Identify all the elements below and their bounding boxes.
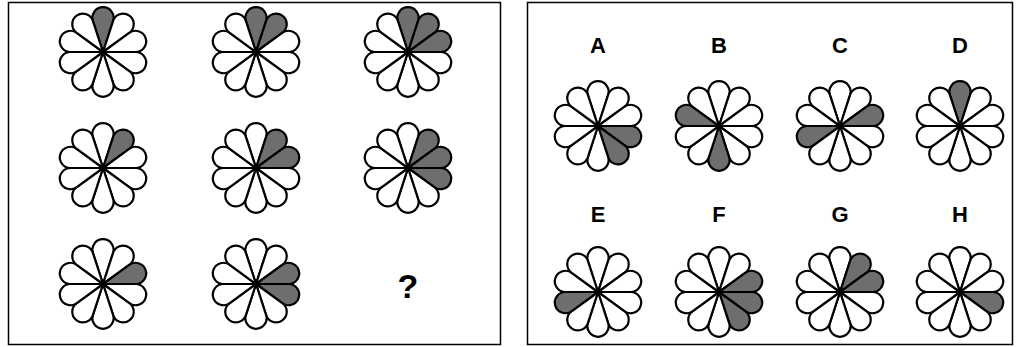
petal (72, 246, 103, 284)
shaded-petal (103, 263, 146, 284)
flower-figure (60, 239, 146, 329)
flower-figure (365, 123, 451, 213)
petal (213, 52, 256, 73)
petal (719, 105, 762, 126)
petal (960, 271, 1003, 292)
option-letter: B (711, 35, 727, 57)
petal (72, 14, 103, 52)
shaded-petal (840, 271, 883, 292)
petal (598, 105, 641, 126)
petal (60, 284, 103, 305)
flower-figure (60, 123, 146, 213)
shaded-petal (256, 147, 299, 168)
petal (377, 130, 408, 168)
petal (103, 31, 146, 52)
flower-figure (365, 7, 451, 97)
petal (103, 147, 146, 168)
flower-figure (213, 7, 299, 97)
petal (567, 88, 598, 126)
petal (72, 130, 103, 168)
petal (917, 126, 960, 147)
petal (567, 254, 598, 292)
petal (797, 292, 840, 313)
petal (60, 52, 103, 73)
petal (225, 246, 256, 284)
flower-figure (60, 7, 146, 97)
flower-figure (676, 81, 762, 171)
shaded-petal (555, 292, 598, 313)
petal (688, 88, 719, 126)
petal (809, 254, 840, 292)
flower-figure (917, 81, 1003, 171)
shaded-petal (256, 263, 299, 284)
petal (929, 88, 960, 126)
shaded-petal (719, 271, 762, 292)
petal (225, 14, 256, 52)
option-letter: C (832, 35, 848, 57)
petal (960, 105, 1003, 126)
flower-figure (213, 123, 299, 213)
option-letter: F (712, 204, 725, 226)
petal (365, 168, 408, 189)
petal (365, 52, 408, 73)
petal (213, 168, 256, 189)
petal (809, 88, 840, 126)
option-letter: G (831, 204, 848, 226)
shaded-petal (797, 126, 840, 147)
flower-figure (555, 81, 641, 171)
petal (676, 126, 719, 147)
petal (377, 14, 408, 52)
answer-panel (528, 3, 1013, 345)
option-letter: E (591, 204, 606, 226)
petal (688, 254, 719, 292)
shaded-petal (408, 147, 451, 168)
flower-figure (797, 247, 883, 337)
petal (598, 271, 641, 292)
option-letter: A (590, 35, 606, 57)
petal (60, 168, 103, 189)
petal (256, 31, 299, 52)
shaded-petal (840, 105, 883, 126)
petal (225, 130, 256, 168)
petal (213, 284, 256, 305)
question-mark: ? (398, 269, 419, 303)
petal (929, 254, 960, 292)
flower-figure (555, 247, 641, 337)
question-panel (9, 3, 501, 345)
flower-figure (917, 247, 1003, 337)
shaded-petal (408, 31, 451, 52)
flower-figure (797, 81, 883, 171)
option-letter: H (952, 204, 968, 226)
flower-figure (213, 239, 299, 329)
petal (676, 292, 719, 313)
option-letter: D (952, 35, 968, 57)
flower-figure (676, 247, 762, 337)
petal (555, 126, 598, 147)
petal (917, 292, 960, 313)
